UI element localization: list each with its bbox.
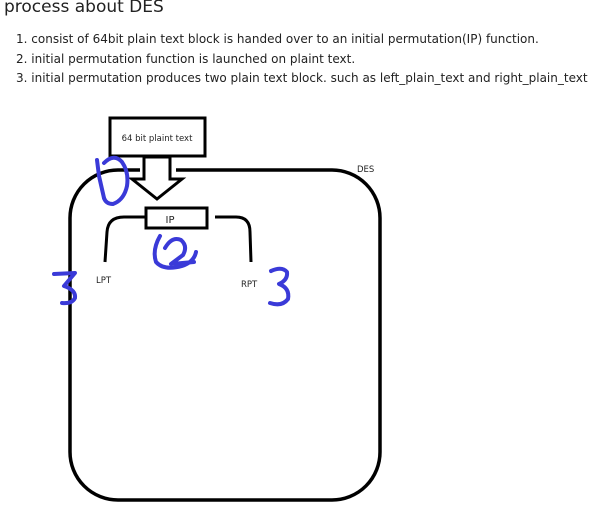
annotation-3-right-text: 3 [0, 0, 1, 1]
annotation-1: 1 [0, 0, 130, 206]
list-item: 3. initial permutation produces two plai… [16, 69, 599, 89]
annotation-2-text: 2 [0, 0, 1, 1]
input-block-label: 64 bit plaint text [122, 134, 194, 144]
ip-box [144, 206, 209, 230]
annotation-2: 2 [0, 0, 198, 270]
step-text: consist of 64bit plain text block is han… [31, 32, 539, 46]
annotation-1-text: 1 [0, 0, 1, 1]
list-item: 2. initial permutation function is launc… [16, 50, 599, 70]
step-text: initial permutation produces two plain t… [31, 71, 588, 85]
step-number: 3. [16, 71, 28, 85]
annotation-3-left-text: 3 [0, 0, 1, 1]
down-arrow-icon [127, 155, 187, 201]
des-container-box [68, 168, 382, 502]
step-number: 1. [16, 32, 28, 46]
list-item: 1. consist of 64bit plain text block is … [16, 30, 599, 50]
left-block-label: LPT [96, 276, 112, 286]
right-branch-line [215, 215, 253, 263]
left-branch-line [103, 215, 145, 263]
annotation-3-right: 3 [0, 0, 291, 307]
container-label: DES [357, 165, 374, 175]
page-title: process about DES [4, 0, 164, 17]
step-text: initial permutation function is launched… [31, 51, 356, 66]
right-block-label: RPT [241, 280, 258, 290]
input-block-box [108, 116, 207, 158]
step-list: 1. consist of 64bit plain text block is … [0, 30, 599, 89]
step-number: 2. [16, 51, 28, 66]
ip-label: IP [166, 215, 175, 226]
annotation-3-left: 3 [0, 0, 78, 306]
